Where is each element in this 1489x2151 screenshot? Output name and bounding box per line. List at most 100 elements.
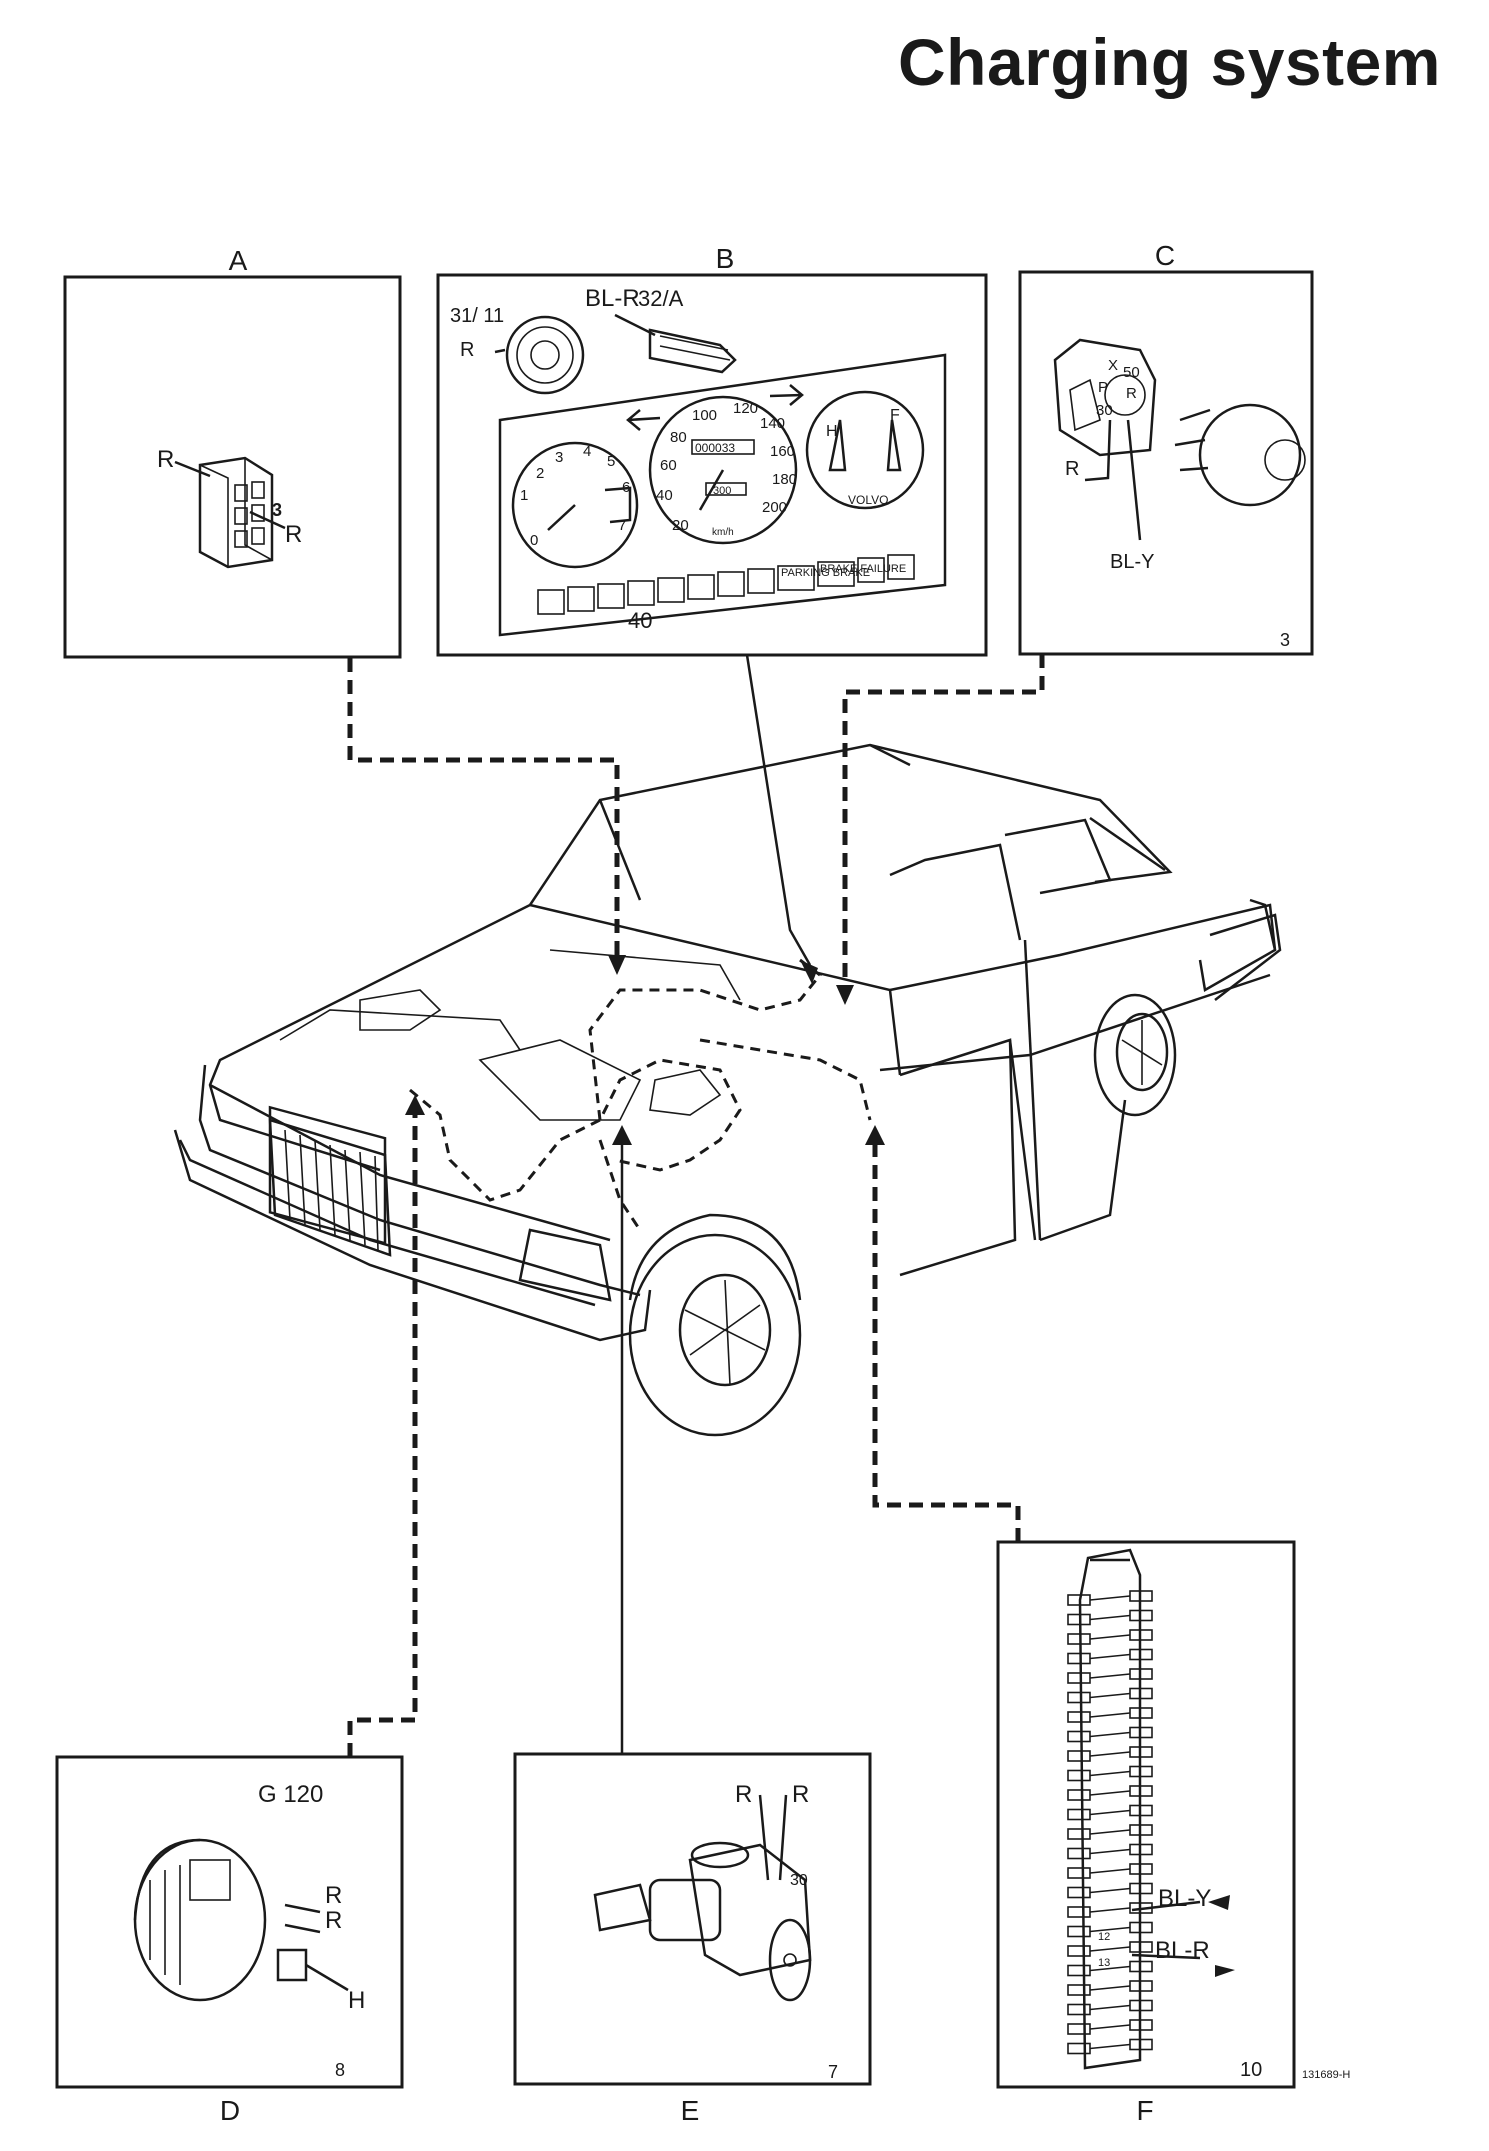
leader-c: [842, 654, 1045, 990]
tacho-3: 3: [555, 449, 563, 466]
fuse: [1089, 1790, 1131, 1796]
speed-unit: km/h: [712, 527, 734, 538]
fuse: [1089, 1887, 1131, 1894]
panel-e: E R R 30 7: [513, 1752, 872, 2126]
label-40: 40: [628, 608, 652, 633]
light-switch-icon: [494, 315, 585, 395]
fuse: [1089, 1829, 1131, 1835]
instrument-cluster-frame: [498, 353, 947, 637]
speed-40: 40: [656, 487, 673, 504]
fuse-box-icon: [1067, 1548, 1153, 2070]
tacho-7: 7: [618, 517, 626, 534]
speed-140: 140: [760, 415, 785, 432]
front-wheel-icon: [628, 1213, 802, 1437]
panel-c-number: 3: [1280, 630, 1290, 650]
panel-a-letter: A: [229, 245, 248, 276]
gauge-f: F: [890, 407, 900, 424]
page-title: Charging system: [898, 25, 1441, 99]
speedometer-icon: [648, 395, 798, 545]
wire-label-bl-y-fuse: BL-Y: [1158, 1885, 1211, 1912]
car-illustration: [173, 743, 1282, 1437]
panel-d-letter: D: [220, 2095, 240, 2126]
panel-d-number: 8: [335, 2060, 345, 2080]
warn-parking-brake: PARKING BRAKE: [781, 567, 870, 579]
odometer-reading: 000033: [695, 441, 735, 455]
warning-lamp-row: [537, 554, 915, 615]
panel-f-number: 10: [1240, 2059, 1262, 2081]
label-p: P: [1098, 379, 1108, 396]
speed-200: 200: [762, 499, 787, 516]
label-31-11: 31/ 11: [450, 305, 504, 327]
ignition-switch-icon: [1053, 338, 1306, 507]
fuse-13: 13: [1098, 1957, 1110, 1969]
tacho-1: 1: [520, 487, 528, 504]
speed-80: 80: [670, 429, 687, 446]
connector-icon: [174, 456, 286, 569]
wire-label-r-right: R: [792, 1781, 809, 1808]
leader-b: [745, 654, 812, 966]
label-x: X: [1108, 357, 1118, 374]
fuse: [1089, 1985, 1131, 1991]
fuse: [1089, 1692, 1131, 1699]
gauge-h: H: [826, 423, 838, 440]
wire-label-bl-y: BL-Y: [1110, 551, 1154, 573]
brand-label: VOLVO: [848, 493, 888, 507]
rear-wheel-icon: [1093, 993, 1177, 1117]
fuse: [1089, 1673, 1131, 1679]
label-30: 30: [1096, 402, 1113, 419]
fuse: [1089, 1614, 1131, 1621]
panel-f-frame: [996, 1540, 1296, 2089]
label-g120: G 120: [258, 1781, 323, 1808]
wire-label-r: R: [1065, 458, 1079, 480]
fuel-temp-gauge-icon: [805, 390, 925, 510]
fuse: [1089, 1770, 1131, 1777]
fuse: [1089, 1965, 1131, 1972]
fuse: [1089, 1634, 1131, 1640]
panel-c-frame: [1018, 270, 1314, 656]
speed-60: 60: [660, 457, 677, 474]
panel-b-letter: B: [716, 243, 735, 274]
starter-motor-icon: [593, 1841, 812, 2002]
speed-100: 100: [692, 407, 717, 424]
panel-d: D G 120 R R H 8: [55, 1755, 404, 2126]
fuse: [1089, 1731, 1131, 1738]
tachometer-icon: [511, 441, 639, 569]
speed-180: 180: [772, 471, 797, 488]
panel-e-number: 7: [828, 2062, 838, 2082]
label-30-starter: 30: [790, 1872, 808, 1889]
fuse: [1089, 1595, 1131, 1601]
panel-f: F BL-Y BL-R 12 13 10: [996, 1540, 1296, 2126]
fuse: [1089, 2024, 1131, 2030]
trip-reading: 300: [713, 485, 731, 497]
panel-e-letter: E: [681, 2095, 700, 2126]
right-turn-arrow-icon: [769, 384, 804, 406]
tacho-6: 6: [622, 479, 630, 496]
panel-d-frame: [55, 1755, 404, 2089]
tacho-2: 2: [536, 465, 544, 482]
speed-20: 20: [672, 517, 689, 534]
panel-c: C X 50 P R 30 R BL-Y 3: [1018, 240, 1314, 656]
fuse: [1089, 1751, 1131, 1757]
label-32-a: 32/A: [638, 286, 684, 311]
fuse: [1089, 1926, 1131, 1933]
fuse: [1089, 2004, 1131, 2011]
wire-label-r-bottom: R: [285, 521, 302, 548]
speed-160: 160: [770, 443, 795, 460]
panel-e-frame: [513, 1752, 872, 2086]
fuse-12: 12: [1098, 1931, 1110, 1943]
fuse: [1089, 1712, 1131, 1718]
panel-b: B 31/ 11 R BL-R 32/A 0 1 2 3 4 5: [436, 243, 988, 657]
label-50: 50: [1123, 364, 1140, 381]
panel-c-letter: C: [1155, 240, 1175, 271]
fuse: [1089, 1907, 1131, 1913]
figure-reference: 131689-H: [1302, 2069, 1350, 2081]
wire-label-bl-r-fuse: BL-R: [1155, 1937, 1210, 1964]
grille-icon: [268, 1118, 392, 1257]
plug-connector-icon: [614, 313, 737, 374]
panel-f-letter: F: [1136, 2095, 1153, 2126]
fuse: [1089, 1868, 1131, 1874]
label-r-switch: R: [1126, 385, 1137, 402]
fuse: [1089, 1653, 1131, 1660]
wire-label-r-1: R: [325, 1882, 342, 1909]
